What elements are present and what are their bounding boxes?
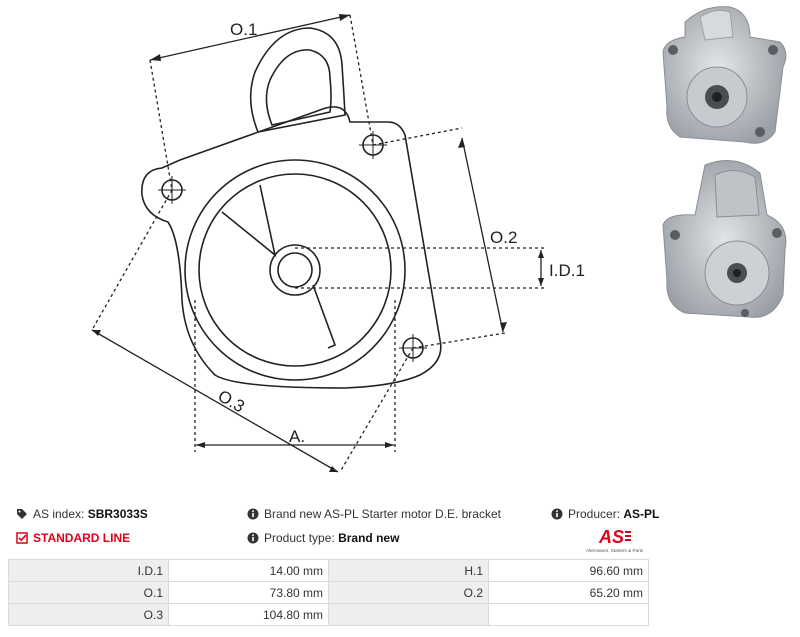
product-type: Product type: Brand new [247,531,399,545]
producer-label: Producer: [568,507,621,521]
as-index: AS index: SBR3033S [16,507,148,521]
label-o2: O.2 [490,228,517,247]
info-circle-icon [551,508,563,520]
flange-outline [141,106,442,389]
info-circle-icon [247,532,259,544]
as-index-value: SBR3033S [87,507,148,521]
product-photo-back [662,160,787,318]
standard-line: STANDARD LINE [16,531,130,545]
tags-icon [17,509,27,519]
spec-label: O.1 [8,581,169,604]
spec-value: 65.20 mm [488,581,649,604]
table-row: O.1 73.80 mm O.2 65.20 mm [8,581,649,604]
producer-value: AS-PL [623,507,660,521]
spec-label: O.2 [328,581,489,604]
standard-line-label: STANDARD LINE [33,531,131,545]
label-o3: O.3 [215,386,248,416]
table-row: I.D.1 14.00 mm H.1 96.60 mm [8,559,649,582]
spec-label: O.3 [8,603,169,626]
product-photo-front [662,6,787,144]
label-a: A. [289,427,305,446]
spec-label [328,603,489,626]
upper-lug [249,27,346,133]
check-square-icon [16,532,28,544]
product-type-value: Brand new [338,531,400,545]
technical-drawing: O.1 O.2 O.3 I.D.1 A. [91,14,585,473]
info-circle-icon [247,508,259,520]
producer: Producer: AS-PL [551,507,659,521]
upper-lug-inner [265,49,332,126]
spec-label: I.D.1 [8,559,169,582]
product-type-label: Product type: [264,531,335,545]
spec-table: I.D.1 14.00 mm H.1 96.60 mm O.1 73.80 mm… [8,559,649,626]
sector-upper [221,184,277,258]
dim-o1 [149,14,351,61]
dim-o2 [461,137,504,333]
bore-inner [277,252,313,288]
inner-circle [198,173,392,367]
dim-o3 [91,329,339,473]
sector-lower [312,284,337,349]
svg-text:Alternators, Starters & Parts: Alternators, Starters & Parts [586,548,644,553]
as-pl-logo: AS Alternators, Starters & Parts [586,527,644,553]
spec-value: 73.80 mm [168,581,329,604]
as-index-label: AS index: [33,507,85,521]
description-text: Brand new AS-PL Starter motor D.E. brack… [264,507,501,521]
table-row: O.3 104.80 mm [8,603,649,626]
spec-label: H.1 [328,559,489,582]
spec-value [488,603,649,626]
spec-value: 104.80 mm [168,603,329,626]
description: Brand new AS-PL Starter motor D.E. brack… [247,507,501,521]
outer-circle [184,159,406,381]
spec-value: 14.00 mm [168,559,329,582]
svg-text:AS: AS [598,527,624,547]
label-o1: O.1 [230,20,257,39]
label-id1: I.D.1 [549,261,585,280]
spec-value: 96.60 mm [488,559,649,582]
bore-outer [269,244,321,296]
